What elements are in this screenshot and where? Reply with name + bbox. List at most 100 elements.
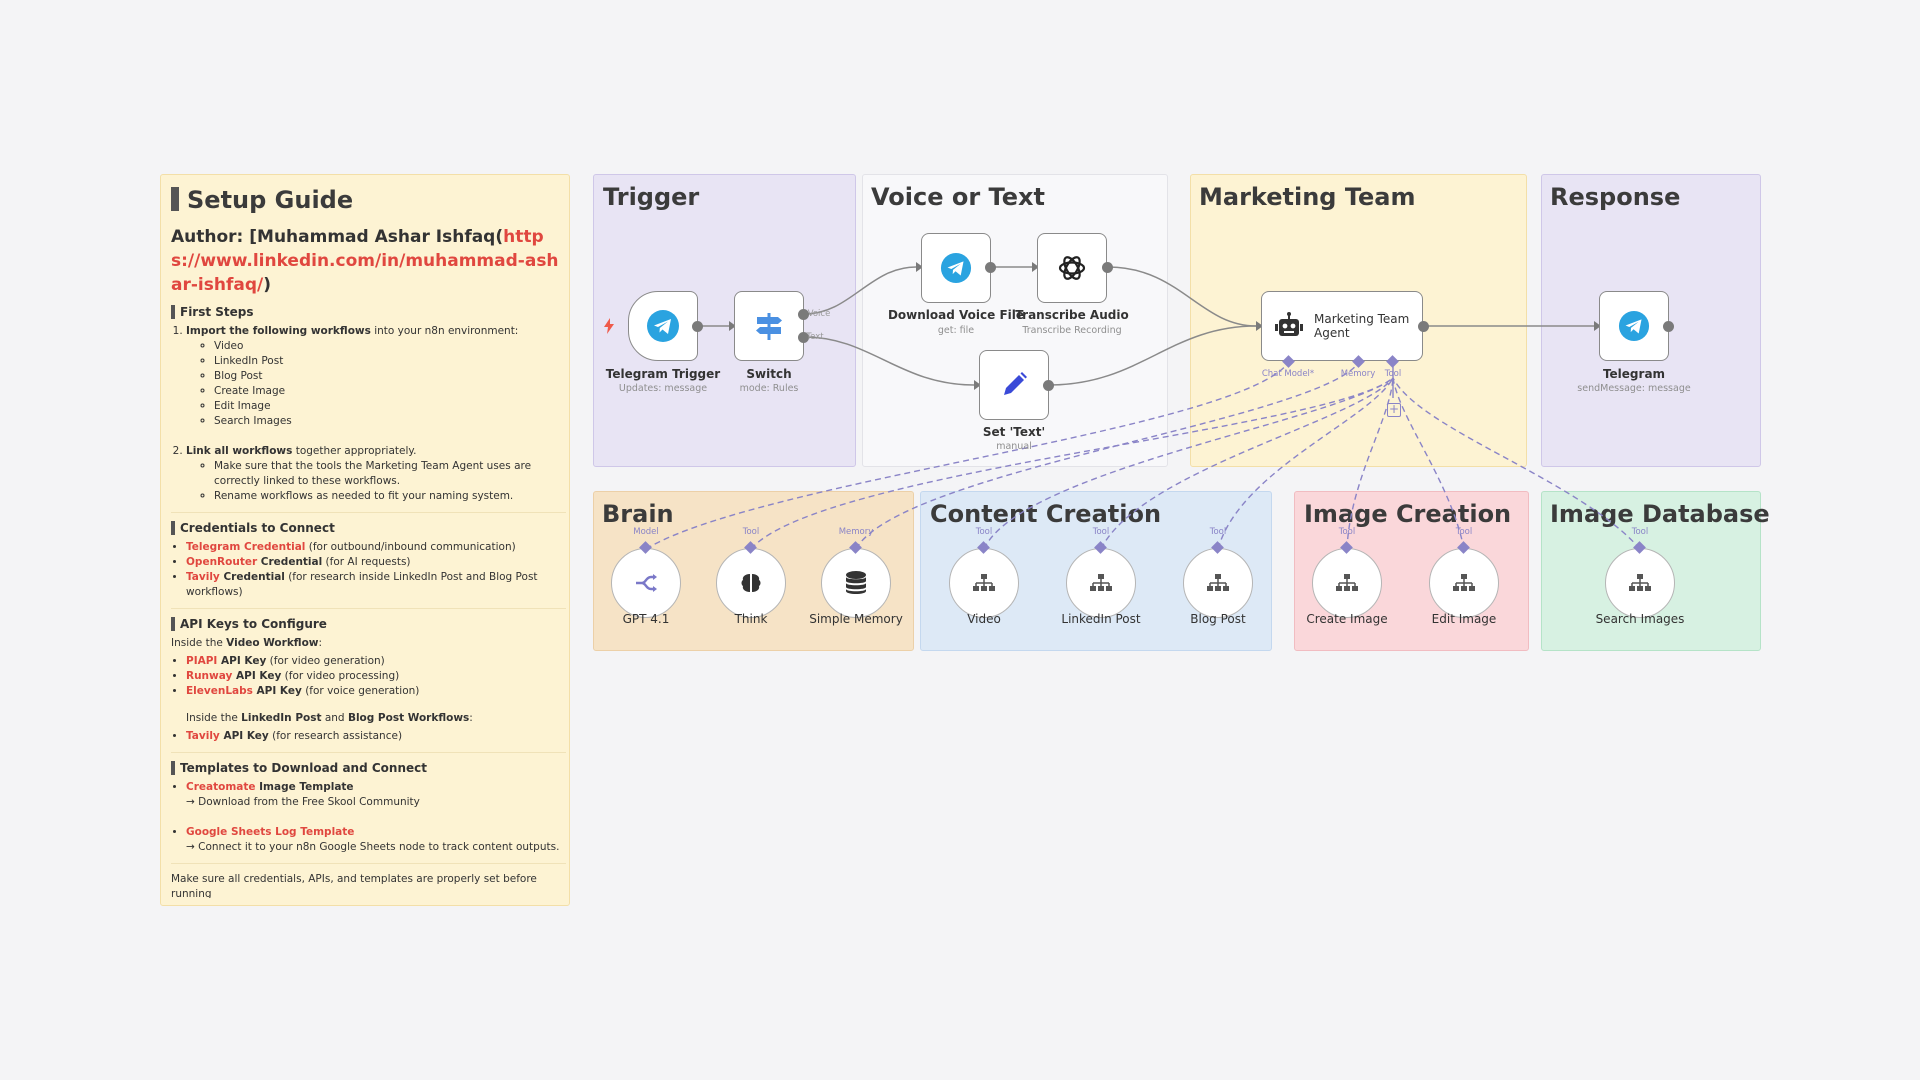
api-key-item: PIAPI API Key (for video generation) bbox=[186, 654, 566, 669]
create-image-label: Create Image bbox=[1306, 612, 1388, 626]
step-2-item: Make sure that the tools the Marketing T… bbox=[214, 459, 566, 489]
marketing-team-agent-node[interactable]: Marketing Team Agent bbox=[1261, 291, 1423, 361]
telegram-trigger-label: Telegram Trigger bbox=[605, 367, 721, 381]
gpt-node[interactable] bbox=[611, 548, 681, 618]
conn-editimage-agent bbox=[1392, 377, 1465, 550]
step-2-item: Rename workflows as needed to fit your n… bbox=[214, 489, 566, 504]
think-label: Think bbox=[734, 612, 768, 626]
lightning-icon bbox=[604, 318, 614, 334]
linkedin-post-label: LinkedIn Post bbox=[1061, 612, 1141, 626]
templates-list: Creatomate Image Template→ Download from… bbox=[171, 780, 566, 855]
simple-memory-node[interactable] bbox=[821, 548, 891, 618]
switch-text-label: Text bbox=[806, 332, 824, 342]
ai-connections bbox=[645, 361, 1641, 550]
credential-item: OpenRouter Credential (for AI requests) bbox=[186, 555, 566, 570]
agent-memory-handle: Memory bbox=[1340, 369, 1376, 379]
video-api-keys-list: PIAPI API Key (for video generation)Runw… bbox=[171, 654, 566, 699]
download-voice-sub: get: file bbox=[937, 325, 975, 336]
set-text-output[interactable] bbox=[1043, 380, 1054, 391]
sitemap-icon bbox=[1090, 574, 1112, 591]
main-connections bbox=[698, 266, 1594, 386]
trigger-title: Trigger bbox=[603, 183, 700, 211]
switch-voice-label: Voice bbox=[807, 309, 831, 319]
templates-heading: Templates to Download and Connect bbox=[171, 761, 566, 775]
switch-output-text[interactable] bbox=[798, 332, 809, 343]
author-link[interactable]: https://www.linkedin.com/in/muhammad-ash… bbox=[171, 227, 559, 295]
switch-sub: mode: Rules bbox=[739, 383, 799, 394]
telegram-trigger-output[interactable] bbox=[692, 321, 703, 332]
create-image-handle-label: Tool bbox=[1338, 527, 1356, 537]
linkedin-api-keys-list: Tavily API Key (for research assistance) bbox=[171, 729, 566, 744]
workflow-item: Create Image bbox=[214, 384, 566, 399]
step-2-list: Make sure that the tools the Marketing T… bbox=[186, 459, 566, 504]
agent-tool-handle: Tool bbox=[1384, 369, 1402, 379]
setup-guide-note[interactable]: Setup Guide Author: [Muhammad Ashar Ishf… bbox=[160, 174, 570, 906]
agent-output[interactable] bbox=[1418, 321, 1429, 332]
search-images-tool-node[interactable] bbox=[1605, 548, 1675, 618]
conn-memory-agent bbox=[855, 361, 1360, 550]
video-label: Video bbox=[967, 612, 1001, 626]
credentials-list: Telegram Credential (for outbound/inboun… bbox=[171, 540, 566, 600]
create-image-tool-node[interactable] bbox=[1312, 548, 1382, 618]
image-creation-title: Image Creation bbox=[1304, 500, 1512, 528]
download-voice-label: Download Voice File bbox=[887, 308, 1025, 322]
download-voice-output[interactable] bbox=[985, 262, 996, 273]
transcribe-audio-output[interactable] bbox=[1102, 262, 1113, 273]
workflow-item: LinkedIn Post bbox=[214, 354, 566, 369]
download-voice-node[interactable] bbox=[921, 233, 991, 303]
telegram-trigger-node[interactable] bbox=[628, 291, 698, 361]
telegram-output[interactable] bbox=[1663, 321, 1674, 332]
telegram-icon bbox=[647, 310, 679, 342]
marketing-team-title: Marketing Team bbox=[1199, 183, 1416, 211]
set-text-node[interactable] bbox=[979, 350, 1049, 420]
image-database-title: Image Database bbox=[1550, 500, 1770, 528]
video-tool-node[interactable] bbox=[949, 548, 1019, 618]
edit-image-tool-node[interactable] bbox=[1429, 548, 1499, 618]
conn-gpt-agent bbox=[645, 361, 1290, 550]
conn-switch-settext bbox=[804, 336, 975, 386]
conn-searchimages-agent bbox=[1392, 377, 1641, 550]
blog-handle-label: Tool bbox=[1209, 527, 1227, 537]
search-images-label: Search Images bbox=[1595, 612, 1685, 626]
conn-settext-agent bbox=[1048, 325, 1257, 386]
sitemap-icon bbox=[973, 574, 995, 591]
conn-switch-download bbox=[804, 266, 917, 315]
conn-transcribe-agent bbox=[1107, 266, 1257, 327]
agent-chat-model-handle: Chat Model* bbox=[1261, 369, 1315, 379]
brain-icon bbox=[741, 574, 761, 592]
switch-output-voice[interactable] bbox=[798, 309, 809, 320]
credential-item: Telegram Credential (for outbound/inboun… bbox=[186, 540, 566, 555]
edit-image-label: Edit Image bbox=[1431, 612, 1497, 626]
pen-icon bbox=[1004, 372, 1027, 395]
gpt-label: GPT 4.1 bbox=[622, 612, 670, 626]
template-google-sheets: Google Sheets Log Template→ Connect it t… bbox=[186, 825, 566, 855]
sitemap-icon bbox=[1453, 574, 1475, 591]
telegram-sub: sendMessage: message bbox=[1577, 383, 1691, 394]
telegram-icon bbox=[940, 252, 972, 284]
telegram-trigger-sub: Updates: message bbox=[618, 383, 708, 394]
database-icon bbox=[846, 571, 866, 594]
telegram-node[interactable] bbox=[1599, 291, 1669, 361]
think-node[interactable] bbox=[716, 548, 786, 618]
api-key-item: ElevenLabs API Key (for voice generation… bbox=[186, 684, 566, 699]
transcribe-audio-label: Transcribe Audio bbox=[1015, 308, 1129, 322]
linkedin-intro: Inside the LinkedIn Post and Blog Post W… bbox=[186, 712, 473, 724]
conn-linkedin-agent bbox=[1100, 377, 1394, 550]
conn-blog-agent bbox=[1217, 377, 1394, 550]
workflow-item: Edit Image bbox=[214, 399, 566, 414]
openai-icon bbox=[1058, 256, 1086, 280]
sitemap-icon bbox=[1629, 574, 1651, 591]
workflow-item: Search Images bbox=[214, 414, 566, 429]
content-creation-title: Content Creation bbox=[930, 500, 1162, 528]
switch-node[interactable] bbox=[734, 291, 804, 361]
blog-post-tool-node[interactable] bbox=[1183, 548, 1253, 618]
response-title: Response bbox=[1550, 183, 1681, 211]
transcribe-audio-node[interactable] bbox=[1037, 233, 1107, 303]
linkedin-post-tool-node[interactable] bbox=[1066, 548, 1136, 618]
workflow-list: VideoLinkedIn PostBlog PostCreate ImageE… bbox=[186, 339, 566, 429]
arrowheads bbox=[729, 262, 1601, 390]
workflow-item: Blog Post bbox=[214, 369, 566, 384]
think-handle-label: Tool bbox=[742, 527, 760, 537]
plus-icon[interactable]: + bbox=[1387, 402, 1401, 417]
openrouter-icon bbox=[636, 574, 657, 592]
